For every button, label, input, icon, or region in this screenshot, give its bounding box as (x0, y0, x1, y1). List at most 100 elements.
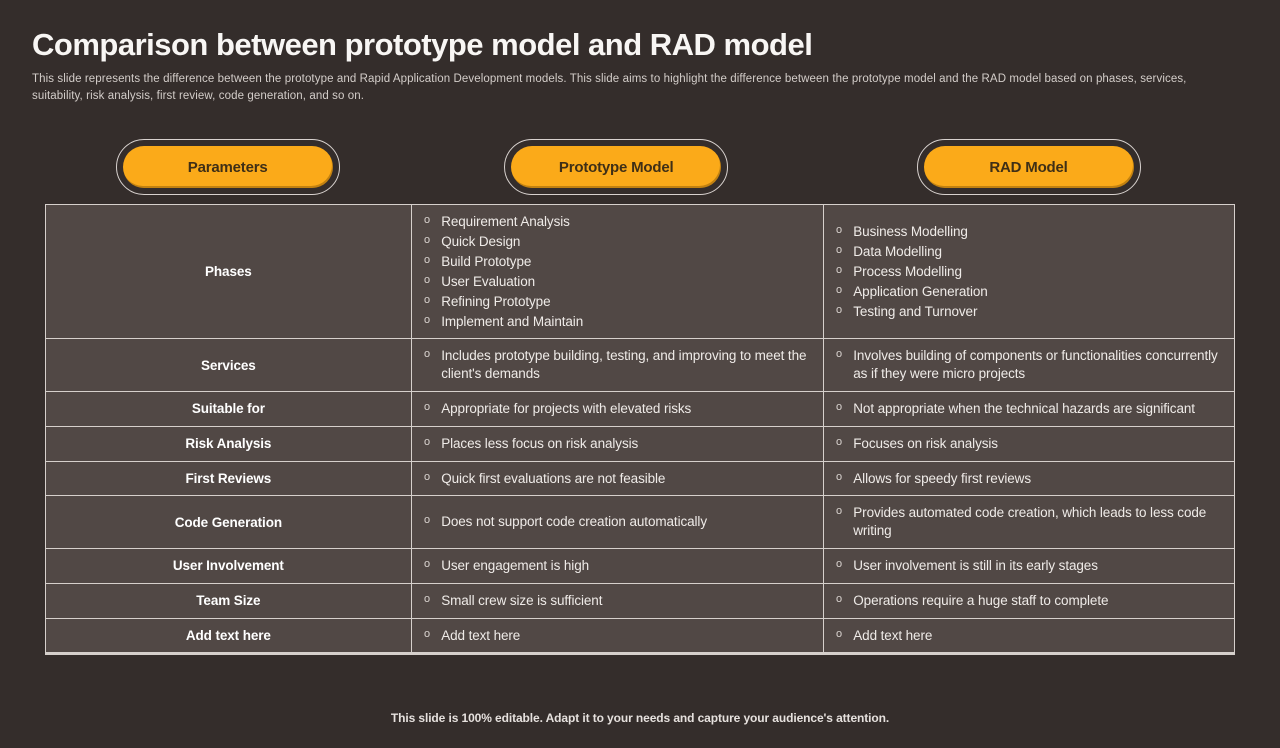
parameter-cell: First Reviews (46, 461, 411, 496)
list-item-text: Does not support code creation automatic… (441, 514, 707, 530)
list-item: o Implement and Maintain (424, 313, 811, 331)
list-item-text: Not appropriate when the technical hazar… (853, 400, 1195, 416)
list-item-text: Quick Design (441, 234, 521, 250)
bullet-icon: o (423, 515, 431, 528)
table-row: First Reviews o Quick first evaluations ar… (46, 461, 1234, 496)
list-item-text: Involves building of components or funct… (853, 348, 1218, 382)
list-item-text: User involvement is still in its early s… (853, 558, 1098, 573)
bullet-icon: o (423, 215, 431, 228)
list-item-text: Application Generation (853, 283, 988, 299)
parameter-cell: Suitable for (46, 391, 411, 426)
bullet-list: o Involves building of components or func… (836, 347, 1222, 383)
bullet-icon: o (835, 436, 843, 449)
list-item: o Quick Design (424, 233, 811, 251)
bullet-icon: o (835, 628, 843, 641)
list-item-text: User Evaluation (441, 273, 536, 289)
bullet-icon: o (423, 274, 431, 287)
list-item-text: Refining Prototype (441, 293, 551, 309)
pill-slot-prototype-model: Prototype Model (410, 138, 822, 196)
bullet-icon: o (423, 471, 431, 484)
prototype-cell: o Add text here (411, 618, 823, 653)
list-item-text: Add text here (853, 627, 933, 643)
list-item-text: Provides automated code creation, which … (853, 505, 1207, 539)
bullet-icon: o (423, 401, 431, 414)
bullet-icon: o (835, 401, 843, 414)
parameter-cell: Code Generation (46, 496, 411, 548)
pill-outline-parameters: Parameters (115, 139, 340, 196)
parameter-cell: Team Size (46, 583, 411, 618)
list-item: o Add text here (836, 627, 1222, 645)
bullet-list: o Focuses on risk analysis (836, 435, 1222, 453)
bullet-icon: o (835, 559, 843, 571)
list-item: o Involves building of components or func… (836, 347, 1222, 383)
bullet-icon: o (835, 471, 843, 484)
list-item-text: Build Prototype (441, 254, 532, 270)
pill-slot-parameters: Parameters (45, 138, 410, 196)
column-headers: Parameters Prototype Model RAD Model (45, 138, 1235, 196)
list-item-text: Process Modelling (853, 263, 962, 279)
list-item-text: Quick first evaluations are not feasible (441, 470, 666, 486)
rad-cell: o Focuses on risk analysis (823, 426, 1234, 461)
prototype-cell: o Quick first evaluations are not feasibl… (411, 461, 823, 496)
list-item-text: Focuses on risk analysis (853, 435, 998, 451)
bullet-icon: o (835, 264, 843, 277)
bullet-icon: o (835, 349, 843, 362)
list-item-text: Small crew size is sufficient (441, 592, 603, 608)
bullet-icon: o (835, 304, 843, 317)
list-item-text: Includes prototype building, testing, an… (441, 348, 807, 382)
rad-cell: o Not appropriate when the technical haza… (823, 391, 1234, 426)
pill-slot-rad-model: RAD Model (822, 138, 1235, 196)
list-item: o Process Modelling (836, 263, 1222, 281)
list-item-text: Operations require a huge staff to compl… (853, 592, 1109, 608)
pill-rad-model: RAD Model (923, 146, 1134, 189)
pill-parameters: Parameters (122, 146, 333, 189)
pill-prototype-model: Prototype Model (511, 146, 722, 189)
parameter-cell: Add text here (46, 618, 411, 653)
bullet-list: o User involvement is still in its early … (836, 557, 1222, 575)
list-item-text: Implement and Maintain (441, 313, 584, 329)
rad-cell: o User involvement is still in its early … (823, 549, 1234, 583)
bullet-list: o Add text here (424, 627, 811, 645)
bullet-icon: o (423, 628, 431, 641)
list-item: o Not appropriate when the technical haza… (836, 400, 1222, 418)
list-item-text: User engagement is high (441, 558, 590, 573)
prototype-cell: o Does not support code creation automati… (411, 496, 823, 548)
bullet-icon: o (423, 235, 431, 248)
bullet-icon: o (423, 314, 431, 327)
list-item-text: Business Modelling (853, 224, 968, 240)
bullet-list: o Not appropriate when the technical haza… (836, 400, 1222, 418)
list-item: o User involvement is still in its early … (836, 557, 1222, 575)
bullet-icon: o (423, 436, 431, 449)
list-item-text: Data Modelling (853, 244, 942, 260)
table-row: Add text here o Add text here o Add text her… (46, 618, 1234, 653)
list-item-text: Add text here (441, 627, 521, 643)
rad-cell: o Add text here (823, 618, 1234, 653)
pill-outline-rad-model: RAD Model (916, 139, 1141, 196)
list-item-text: Requirement Analysis (441, 214, 570, 230)
